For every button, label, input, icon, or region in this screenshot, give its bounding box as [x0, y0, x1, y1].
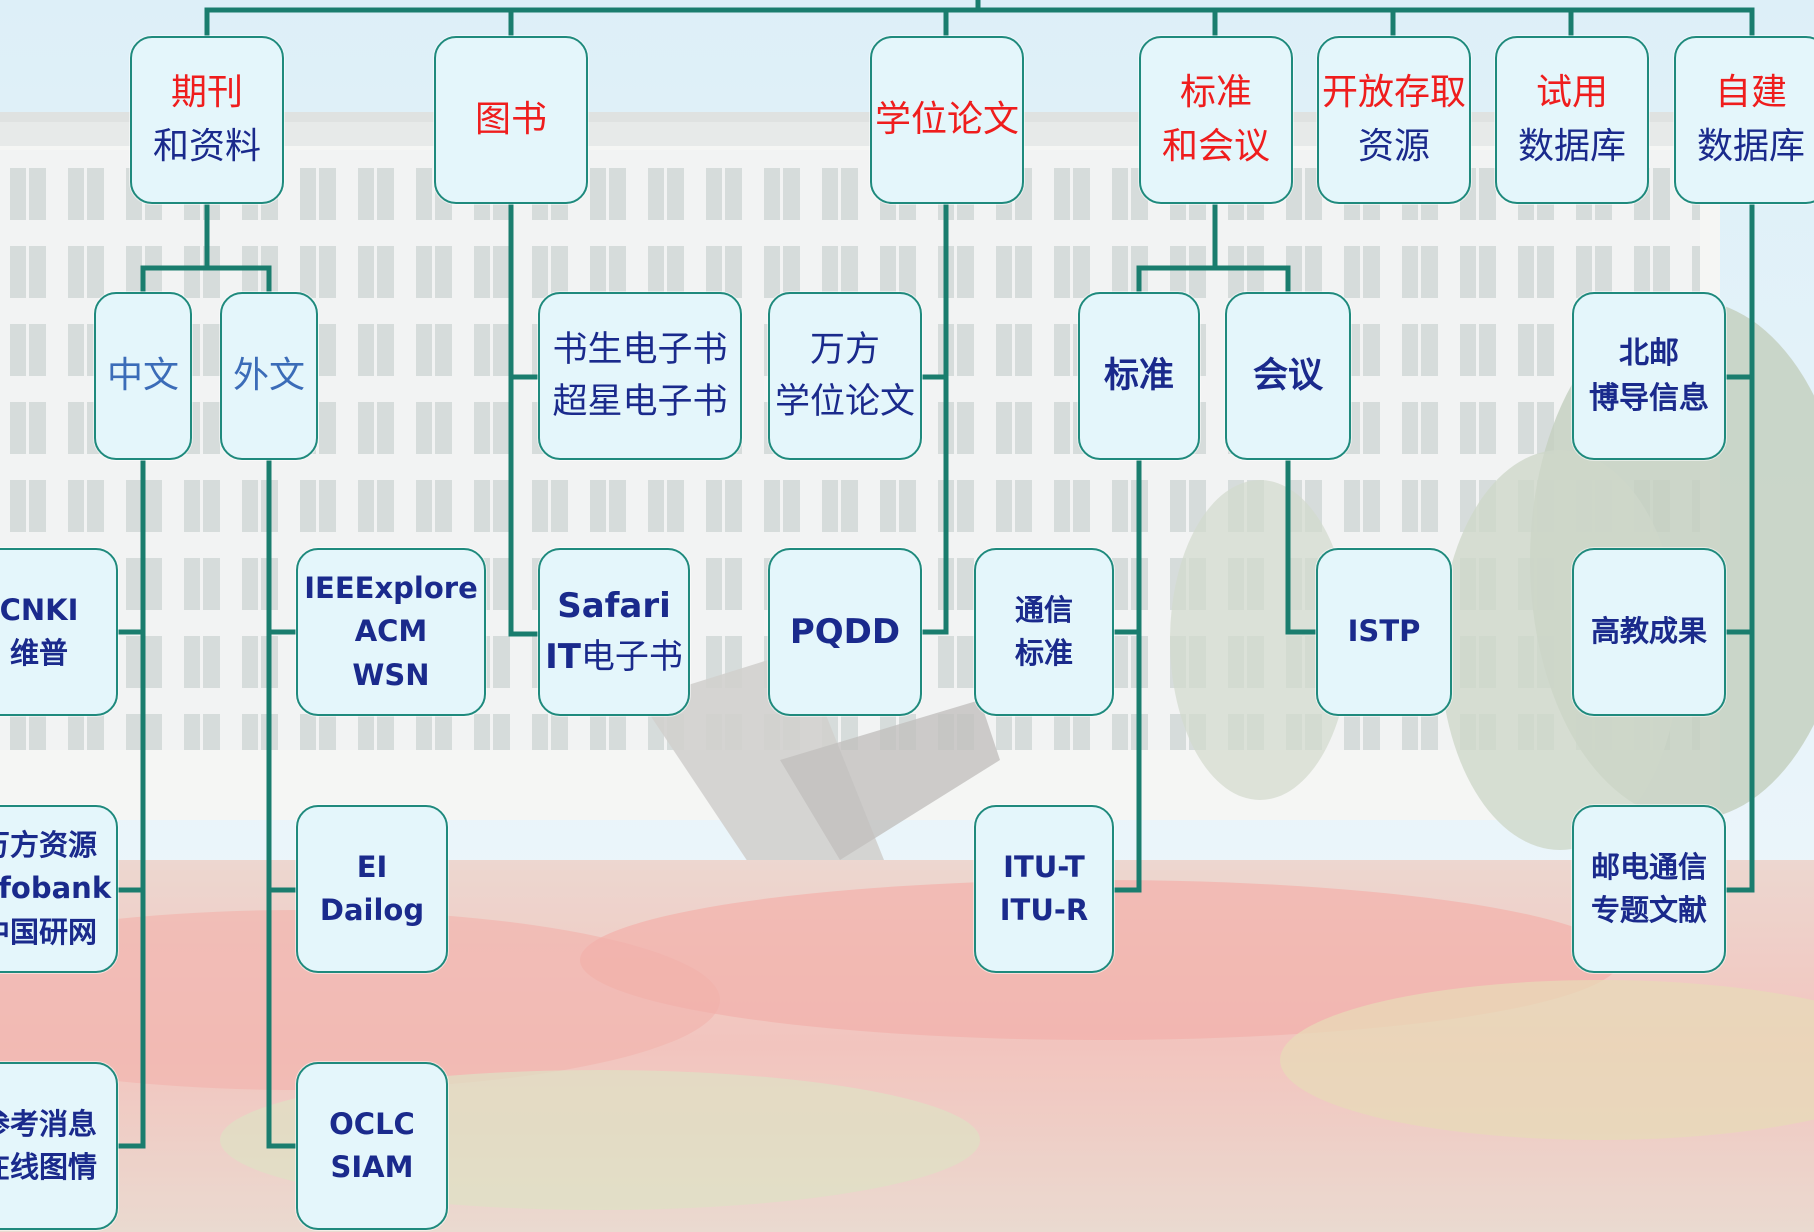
leaf-cnki-line1: CNKI: [0, 592, 79, 627]
leaf-cnki: CNKI 维普: [0, 548, 118, 716]
subcategory-standard: 标准: [1078, 292, 1200, 460]
leaf-oclc-line1: OCLC: [329, 1106, 415, 1141]
category-journals-line2: 和资料: [152, 126, 261, 167]
subcategory-foreign: 外文: [220, 292, 318, 460]
subcategory-wanfang-theses-line1: 万方: [809, 329, 880, 370]
leaf-ei-line1: EI: [356, 849, 388, 884]
category-theses: 学位论文: [870, 36, 1024, 204]
leaf-telecom-standard-line2: 标准: [1014, 636, 1073, 670]
leaf-safari-line2-cn: 电子书: [580, 637, 683, 677]
category-books-label: 图书: [474, 99, 547, 140]
leaf-achievements: 高教成果: [1572, 548, 1726, 716]
subcategory-conference-label: 会议: [1252, 355, 1323, 396]
leaf-post-telecom-line2: 专题文献: [1590, 893, 1707, 927]
leaf-oclc-line2: SIAM: [330, 1150, 414, 1184]
category-standards-line1: 标准: [1179, 72, 1252, 113]
subcategory-wanfang-theses: 万方 学位论文: [768, 292, 922, 460]
leaf-cankao: 参考消息 在线图情: [0, 1062, 118, 1230]
leaf-itu: ITU-T ITU-R: [974, 805, 1114, 973]
leaf-wanfang: 万方资源 Infobank 中国研网: [0, 805, 118, 973]
category-books: 图书: [434, 36, 588, 204]
subcategory-chinese: 中文: [94, 292, 192, 460]
category-self-built-line2: 数据库: [1696, 126, 1805, 167]
leaf-safari-line2-latin: IT: [545, 637, 581, 677]
category-open-access-line2: 资源: [1357, 126, 1430, 167]
subcategory-foreign-label: 外文: [232, 355, 305, 396]
leaf-safari: Safari IT电子书: [538, 548, 690, 716]
leaf-telecom-standard: 通信 标准: [974, 548, 1114, 716]
category-open-access-line1: 开放存取: [1321, 72, 1466, 113]
leaf-wanfang-line3: 中国研网: [0, 914, 97, 949]
leaf-ieee-line1: IEEExplore: [304, 570, 478, 605]
leaf-ieee: IEEExplore ACM WSN: [296, 548, 486, 716]
category-trial: 试用 数据库: [1495, 36, 1649, 204]
category-journals-line1: 期刊: [170, 72, 243, 113]
leaf-safari-line1: Safari: [557, 586, 671, 626]
leaf-istp-label: ISTP: [1347, 614, 1421, 649]
leaf-safari-line2: IT电子书: [545, 632, 683, 683]
leaf-post-telecom-line1: 邮电通信: [1590, 849, 1707, 884]
category-self-built-line1: 自建: [1714, 72, 1787, 113]
subcategory-wanfang-theses-line2: 学位论文: [774, 382, 915, 422]
leaf-cankao-line2: 在线图情: [0, 1150, 97, 1184]
category-trial-line2: 数据库: [1517, 126, 1626, 167]
leaf-itu-line1: ITU-T: [1003, 849, 1085, 884]
leaf-ei: EI Dailog: [296, 805, 448, 973]
category-standards-conferences: 标准 和会议: [1139, 36, 1293, 204]
subcategory-conference: 会议: [1225, 292, 1351, 460]
subcategory-bupt-advisors-line2: 博导信息: [1589, 381, 1709, 416]
leaf-ieee-line2: ACM: [354, 614, 428, 649]
category-self-built: 自建 数据库: [1674, 36, 1814, 204]
leaf-wanfang-line1: 万方资源: [0, 827, 97, 862]
category-journals: 期刊 和资料: [130, 36, 284, 204]
leaf-cankao-line1: 参考消息: [0, 1106, 97, 1141]
category-open-access: 开放存取 资源: [1317, 36, 1471, 204]
leaf-itu-line2: ITU-R: [999, 893, 1089, 927]
subcategory-ebooks-line2: 超星电子书: [552, 382, 728, 422]
leaf-cnki-line2: 维普: [9, 636, 68, 670]
leaf-telecom-standard-line1: 通信: [1014, 592, 1073, 627]
category-theses-label: 学位论文: [874, 99, 1019, 140]
leaf-ei-line2: Dailog: [319, 893, 425, 927]
leaf-wanfang-line2: Infobank: [0, 871, 112, 906]
leaf-istp: ISTP: [1316, 548, 1452, 716]
leaf-pqdd: PQDD: [768, 548, 922, 716]
subcategory-ebooks: 书生电子书 超星电子书: [538, 292, 742, 460]
leaf-pqdd-label: PQDD: [789, 611, 901, 652]
subcategory-standard-label: 标准: [1103, 355, 1174, 396]
subcategory-ebooks-line1: 书生电子书: [552, 329, 728, 370]
subcategory-bupt-advisors-line1: 北邮: [1619, 336, 1679, 371]
leaf-oclc: OCLC SIAM: [296, 1062, 448, 1230]
category-standards-line2: 和会议: [1161, 126, 1270, 167]
subcategory-chinese-label: 中文: [106, 355, 179, 396]
leaf-post-telecom: 邮电通信 专题文献: [1572, 805, 1726, 973]
category-trial-line1: 试用: [1535, 72, 1608, 113]
leaf-ieee-line3: WSN: [352, 657, 430, 692]
leaf-achievements-label: 高教成果: [1590, 614, 1707, 649]
subcategory-bupt-advisors: 北邮 博导信息: [1572, 292, 1726, 460]
